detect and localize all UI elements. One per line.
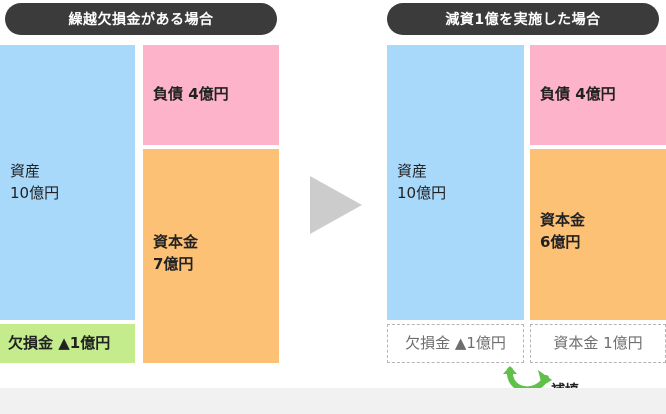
left-title: 繰越欠損金がある場合: [5, 3, 277, 35]
right-removed-deficit-label: 欠損金 ▲1億円: [405, 333, 506, 352]
left-liabilities-box: 負債 4億円: [143, 45, 279, 145]
left-assets-value: 10億円: [10, 183, 60, 202]
left-deficit-label: 欠損金 ▲1億円: [8, 333, 111, 352]
right-assets-label: 資産: [397, 162, 428, 180]
left-capital-box: 資本金 7億円: [143, 149, 279, 363]
left-capital-value: 7億円: [153, 254, 194, 273]
right-assets-value: 10億円: [397, 183, 447, 202]
floor: [0, 388, 666, 414]
left-capital-label: 資本金: [153, 233, 199, 251]
left-deficit-box: 欠損金 ▲1億円: [0, 324, 135, 363]
right-liabilities-box: 負債 4億円: [530, 45, 666, 145]
right-removed-capital-label: 資本金 1億円: [553, 333, 643, 352]
right-capital-box: 資本金 6億円: [530, 149, 666, 320]
right-removed-deficit-box: 欠損金 ▲1億円: [387, 324, 524, 363]
right-capital-value: 6億円: [540, 232, 581, 251]
left-assets-box: 資産 10億円: [0, 45, 135, 320]
left-liabilities-label: 負債 4億円: [153, 85, 229, 103]
right-removed-capital-box: 資本金 1億円: [530, 324, 666, 363]
right-assets-box: 資産 10億円: [387, 45, 524, 320]
left-assets-label: 資産: [10, 162, 41, 180]
right-liabilities-label: 負債 4億円: [540, 85, 616, 103]
right-title: 減資1億を実施した場合: [387, 3, 659, 35]
right-capital-label: 資本金: [540, 211, 586, 229]
arrow-right-icon: [310, 176, 362, 234]
